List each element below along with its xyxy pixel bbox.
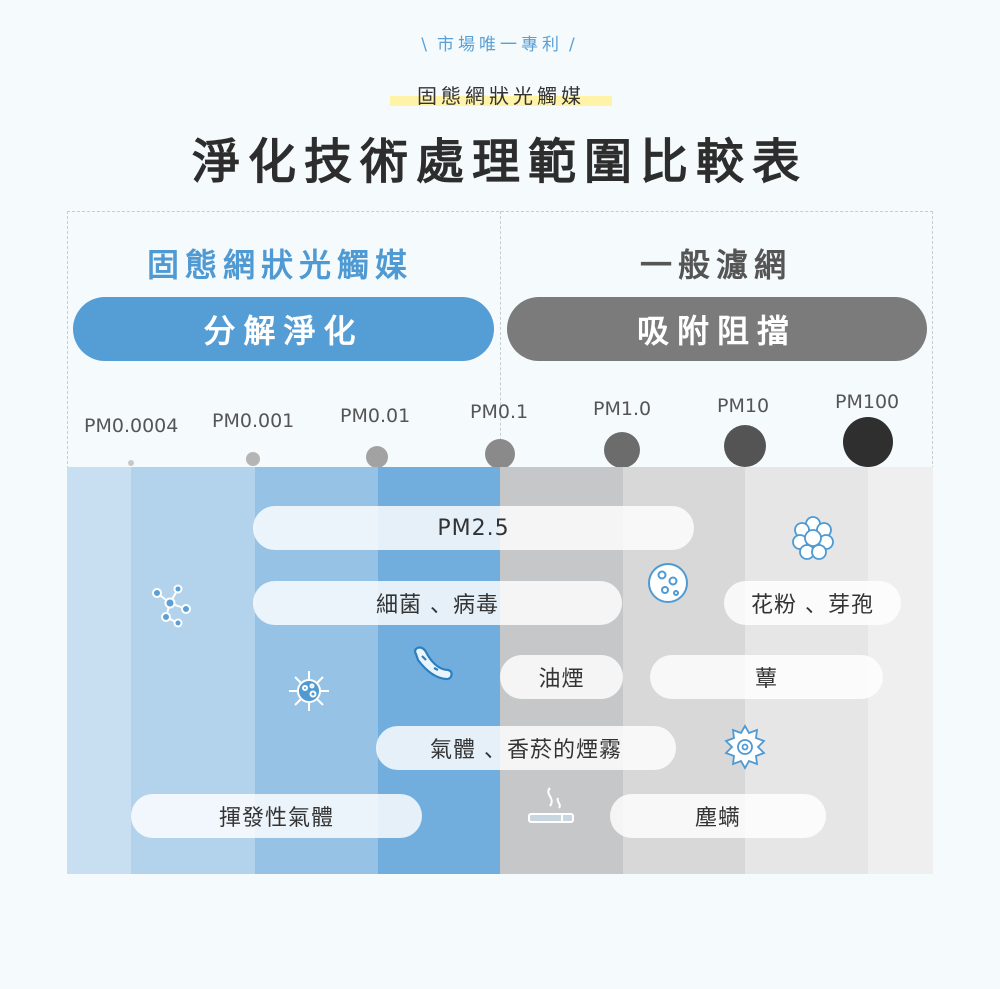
- pm-label: PM1.0: [593, 398, 652, 420]
- page-title: 淨化技術處理範圍比較表: [191, 134, 808, 190]
- pill-bacteria-virus: 細菌 、病毒: [253, 581, 622, 625]
- virus-icon: [289, 671, 329, 711]
- pm-label: PM0.0004: [84, 415, 179, 437]
- particle-dot: [604, 432, 640, 468]
- pill-oil-smoke: 油煙: [500, 655, 623, 699]
- band: [67, 467, 131, 874]
- cigarette-icon: [528, 787, 574, 823]
- particle-dot: [843, 417, 893, 467]
- mold-icon: [724, 724, 766, 770]
- bacteria-icon: [414, 646, 453, 681]
- particle-dot: [246, 452, 260, 466]
- pm-label: PM100: [835, 391, 900, 413]
- patent-tag: \市場唯一專利/: [421, 35, 579, 55]
- left-method-pill: 分解淨化: [73, 297, 494, 361]
- particle-dot: [724, 425, 766, 467]
- subtitle: 固態網狀光觸媒: [390, 80, 612, 108]
- pollen-icon: [792, 516, 834, 560]
- pill-pollen-spores: 花粉 、芽孢: [724, 581, 901, 625]
- patent-tag-text: 市場唯一專利: [437, 35, 563, 55]
- pill-pm25: PM2.5: [253, 506, 694, 550]
- pm-label: PM0.1: [470, 401, 529, 423]
- spore-icon: [648, 563, 688, 603]
- pill-voc: 揮發性氣體: [131, 794, 422, 838]
- column-divider: [500, 211, 501, 466]
- molecule-icon: [152, 584, 191, 628]
- particle-dot: [485, 439, 515, 469]
- right-method-pill: 吸附阻擋: [507, 297, 927, 361]
- pill-gas-smoke: 氣體 、香菸的煙霧: [376, 726, 676, 770]
- pill-mold: 蕈: [650, 655, 883, 699]
- right-column-heading: 一般濾網: [640, 246, 793, 284]
- pm-label: PM0.001: [212, 410, 295, 432]
- left-column-heading: 固態網狀光觸媒: [147, 246, 414, 284]
- particle-dot: [128, 460, 134, 466]
- pill-dust-mites: 塵螨: [610, 794, 826, 838]
- pm-label: PM0.01: [340, 405, 411, 427]
- pm-label: PM10: [717, 395, 770, 417]
- particle-dot: [366, 446, 388, 468]
